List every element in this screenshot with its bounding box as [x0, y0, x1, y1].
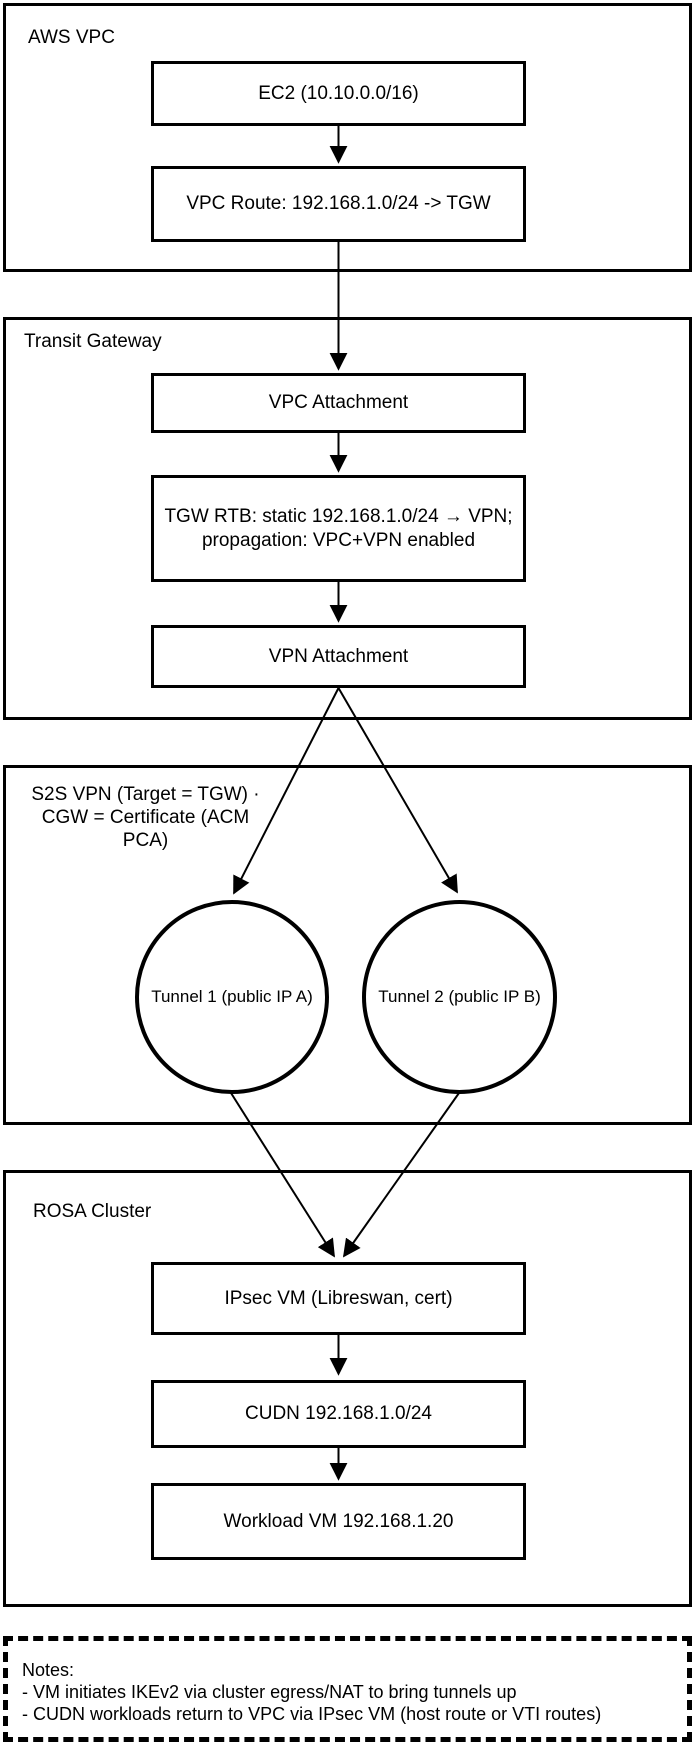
notes-title: Notes:	[22, 1660, 75, 1680]
node-tgw-rtb-label-line2: propagation: VPC+VPN enabled	[201, 529, 476, 551]
node-vpc-attachment: VPC Attachment	[151, 373, 526, 433]
node-tgw-rtb: TGW RTB: static 192.168.1.0/24 → VPN; pr…	[151, 475, 526, 582]
node-vpc-route: VPC Route: 192.168.1.0/24 -> TGW	[151, 166, 526, 242]
node-tunnel-2-label: Tunnel 2 (public IP B)	[378, 987, 541, 1006]
node-ipsec-vm-label: IPsec VM (Libreswan, cert)	[224, 1287, 453, 1309]
container-transit-gateway-label: Transit Gateway	[24, 331, 162, 352]
container-aws-vpc-label: AWS VPC	[28, 27, 115, 48]
notes-line1: - VM initiates IKEv2 via cluster egress/…	[22, 1682, 517, 1702]
node-ipsec-vm: IPsec VM (Libreswan, cert)	[151, 1262, 526, 1335]
s2s-vpn-label-line1: S2S VPN (Target = TGW) ·	[31, 784, 260, 805]
node-tunnel-2: Tunnel 2 (public IP B)	[362, 900, 557, 1094]
node-workload-vm-label: Workload VM 192.168.1.20	[223, 1510, 454, 1532]
node-vpc-route-label: VPC Route: 192.168.1.0/24 -> TGW	[186, 193, 491, 214]
notes-line2: - CUDN workloads return to VPC via IPsec…	[22, 1704, 602, 1724]
container-s2s-vpn-label: S2S VPN (Target = TGW) · CGW = Certifica…	[18, 783, 273, 852]
node-cudn-label: CUDN 192.168.1.0/24	[245, 1403, 432, 1424]
node-ec2: EC2 (10.10.0.0/16)	[151, 61, 526, 126]
notes-box	[3, 1636, 692, 1742]
notes-text-block: Notes: - VM initiates IKEv2 via cluster …	[22, 1659, 601, 1725]
node-vpn-attachment: VPN Attachment	[151, 625, 526, 688]
node-vpn-attachment-label: VPN Attachment	[268, 645, 409, 667]
s2s-vpn-label-line2: CGW = Certificate (ACM PCA)	[41, 807, 250, 851]
container-rosa-cluster-label: ROSA Cluster	[33, 1201, 152, 1222]
container-aws-vpc	[3, 3, 692, 272]
node-vpc-attachment-label: VPC Attachment	[268, 392, 409, 413]
node-workload-vm: Workload VM 192.168.1.20	[151, 1483, 526, 1560]
node-cudn: CUDN 192.168.1.0/24	[151, 1380, 526, 1448]
node-tgw-rtb-label-line1: TGW RTB: static 192.168.1.0/24 → VPN;	[164, 505, 513, 527]
node-tunnel-1: Tunnel 1 (public IP A)	[135, 900, 329, 1094]
node-ec2-label: EC2 (10.10.0.0/16)	[258, 82, 419, 104]
node-tunnel-1-label: Tunnel 1 (public IP A)	[151, 987, 313, 1006]
